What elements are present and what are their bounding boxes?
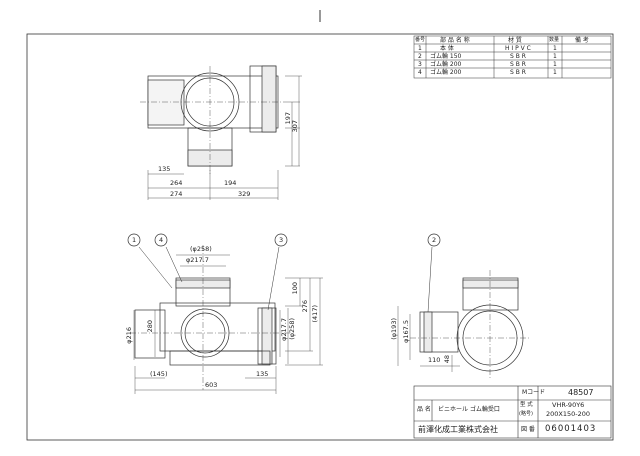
callout-4 (154, 233, 168, 247)
front-base (169, 350, 271, 366)
dim-phi258-top: (φ258) (190, 245, 212, 253)
pt-row3-no: 3 (418, 61, 422, 68)
dim-48: 48 (443, 355, 451, 364)
pt-row3-material: S B R (510, 61, 526, 68)
side-view (397, 270, 530, 380)
side-vertical-socket (462, 277, 519, 311)
pt-row2-name: ゴム輪 150 (430, 53, 462, 60)
pt-row3-qty: 1 (553, 61, 557, 68)
dim-280: 280 (146, 320, 154, 333)
dim-phi193: (φ193) (390, 318, 398, 340)
front-view (130, 245, 433, 394)
pt-row4-name: ゴム輪 200 (430, 69, 462, 76)
dim-135-top: 135 (158, 165, 171, 173)
pt-header-no: 番号 (415, 37, 426, 43)
dim-135-front: 135 (256, 370, 269, 378)
dim-264: 264 (170, 179, 183, 187)
dim-603: 603 (205, 381, 218, 389)
tb-code-value: 48507 (568, 388, 594, 397)
pt-row1-qty: 1 (553, 45, 557, 52)
dim-phi217-top: φ217.7 (186, 256, 209, 264)
callout-1 (127, 233, 141, 247)
dim-276: 276 (301, 300, 309, 313)
pt-row1-name: 本 体 (440, 45, 454, 52)
pt-row1-material: H I P V C (505, 45, 531, 52)
top-right-socket-ring (261, 65, 277, 133)
tb-company: 前澤化成工業株式会社 (418, 425, 498, 434)
side-left-socket-ring (423, 311, 433, 353)
callout-2-label: 2 (432, 236, 437, 244)
outer-frame (26, 33, 614, 441)
side-vertical-socket-ring (462, 279, 519, 289)
callout-2 (427, 233, 441, 247)
pt-row3-name: ゴム輪 200 (430, 61, 462, 68)
pt-header-name: 部 品 名 称 (440, 37, 470, 44)
pt-row4-qty: 1 (553, 69, 557, 76)
pt-row2-qty: 1 (553, 53, 557, 60)
pt-header-note: 備 考 (575, 37, 589, 44)
dim-phi258-right: (φ258) (288, 318, 296, 340)
pt-row4-no: 4 (418, 69, 422, 76)
side-left-socket (419, 311, 459, 353)
pt-row1-no: 1 (418, 45, 422, 52)
pt-header-material: 材 質 (508, 37, 522, 44)
tb-model-label: 型 式 (520, 402, 533, 408)
pt-row4-material: S B R (510, 69, 526, 76)
dim-phi216: φ216 (125, 327, 133, 344)
callout-circles (127, 233, 441, 247)
tb-code-label: Mコード (522, 389, 546, 396)
callout-3 (274, 233, 288, 247)
tb-model-value-1: VHR-90Y6 (552, 401, 585, 409)
front-left-socket (134, 309, 166, 359)
callout-3-label: 3 (279, 236, 284, 244)
title-block-grid (413, 385, 612, 439)
tb-drawing-label: 図 番 (521, 426, 535, 433)
top-left-socket (147, 79, 185, 126)
dim-274: 274 (170, 190, 183, 198)
dim-phi167: φ167.5 (402, 320, 410, 343)
tb-name-value: ビニホール ゴム輪受口 (438, 406, 500, 413)
top-view (140, 65, 302, 200)
dim-417: (417) (311, 305, 319, 323)
parts-table-grid (413, 35, 612, 79)
front-right-socket-ring (261, 307, 273, 365)
tb-name-label: 品 名 (417, 406, 431, 413)
dim-194: 194 (224, 179, 237, 187)
tb-drawing-no: 06001403 (545, 424, 597, 434)
dim-110: 110 (428, 356, 441, 364)
dim-100: 100 (291, 282, 299, 295)
tb-model-value-2: 200X150-200 (546, 410, 591, 418)
pt-row2-no: 2 (418, 53, 422, 60)
dim-307: 307 (291, 120, 299, 133)
callout-1-label: 1 (132, 236, 137, 244)
pt-header-qty: 数量 (549, 37, 560, 43)
dim-329: 329 (238, 190, 251, 198)
callout-4-label: 4 (159, 236, 164, 244)
dim-145: (145) (150, 370, 168, 378)
tb-model-sub: (略号) (519, 411, 533, 417)
pt-row2-material: S B R (510, 53, 526, 60)
dim-phi217-right: φ217.7 (280, 318, 288, 341)
